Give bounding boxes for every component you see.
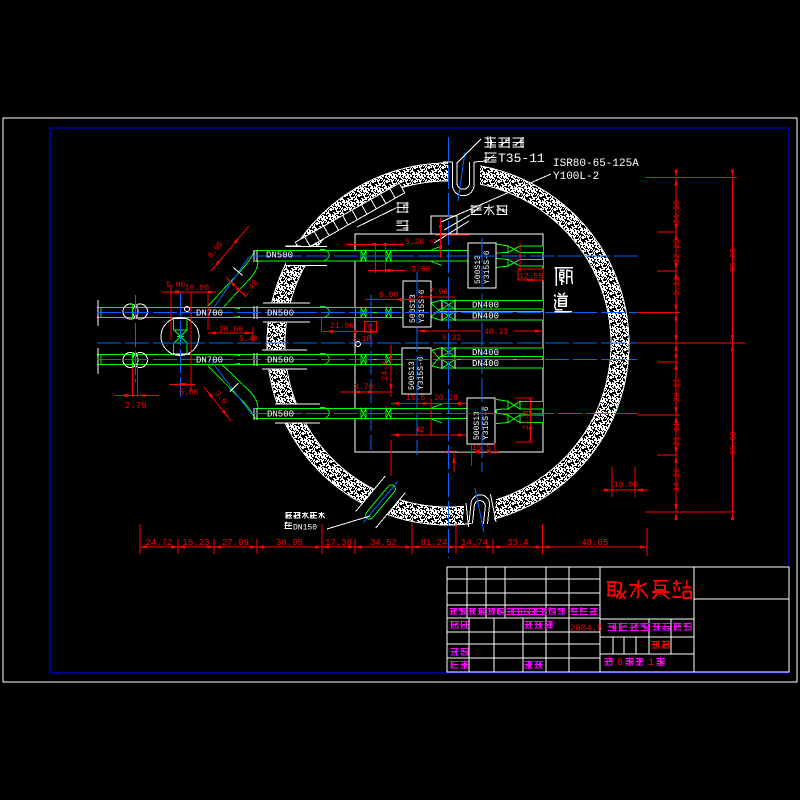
svg-text:36.95: 36.95 — [276, 538, 303, 548]
svg-text:3.70: 3.70 — [354, 383, 373, 392]
svg-text:DN400: DN400 — [472, 359, 499, 369]
svg-text:5: 5 — [367, 324, 372, 333]
svg-text:Y100L-2: Y100L-2 — [553, 171, 599, 183]
svg-text:5.26: 5.26 — [405, 238, 424, 247]
svg-text:15.5: 15.5 — [472, 444, 491, 453]
svg-text:10.00: 10.00 — [185, 284, 209, 293]
svg-text:12.25: 12.25 — [673, 239, 682, 263]
svg-text:48.33: 48.33 — [484, 328, 508, 337]
svg-text:DN500: DN500 — [267, 309, 294, 319]
svg-text:12.55: 12.55 — [519, 273, 543, 282]
svg-text:DN400: DN400 — [472, 348, 499, 358]
svg-text:21.91: 21.91 — [673, 422, 682, 446]
svg-text:10.00: 10.00 — [614, 481, 638, 490]
svg-text:DN700: DN700 — [196, 356, 223, 366]
svg-text:21.96: 21.96 — [330, 322, 354, 331]
svg-text:33.4: 33.4 — [507, 538, 529, 548]
svg-text:6.00: 6.00 — [379, 291, 398, 300]
svg-text:Y315S-6: Y315S-6 — [417, 356, 426, 390]
svg-text:3.11: 3.11 — [673, 276, 682, 295]
svg-text:DN700: DN700 — [196, 309, 223, 319]
svg-text:21.8: 21.8 — [522, 410, 531, 429]
svg-text:95.00: 95.00 — [730, 431, 739, 455]
svg-text:5.32: 5.32 — [442, 334, 461, 343]
svg-text:ISR80-65-125A: ISR80-65-125A — [553, 158, 639, 170]
svg-text:34.26: 34.26 — [673, 468, 682, 492]
svg-text:2004.5: 2004.5 — [570, 624, 602, 634]
svg-text:81.24: 81.24 — [420, 538, 447, 548]
svg-text:5.00: 5.00 — [166, 281, 185, 290]
svg-text:2.79: 2.79 — [125, 401, 147, 411]
svg-text:500S13: 500S13 — [474, 255, 483, 284]
svg-text:Y315S-6: Y315S-6 — [482, 406, 491, 440]
svg-text:8: 8 — [617, 658, 623, 669]
svg-text:3.56: 3.56 — [411, 266, 430, 275]
svg-text:34.52: 34.52 — [370, 538, 397, 548]
svg-text:3.18: 3.18 — [352, 335, 371, 344]
svg-text:DN400: DN400 — [472, 301, 499, 311]
svg-text:500S13: 500S13 — [473, 411, 482, 440]
svg-text:5.48: 5.48 — [239, 335, 258, 344]
svg-text:20.00: 20.00 — [219, 326, 243, 335]
svg-text:DN400: DN400 — [472, 312, 499, 322]
svg-text:Y315S-6: Y315S-6 — [483, 250, 492, 284]
svg-text:24.72: 24.72 — [145, 538, 172, 548]
svg-text:DN500: DN500 — [266, 251, 293, 261]
svg-text:29.21: 29.21 — [673, 378, 682, 402]
svg-text:14.74: 14.74 — [461, 538, 488, 548]
svg-text:15.5: 15.5 — [406, 394, 425, 403]
svg-text:95.00: 95.00 — [730, 248, 739, 272]
svg-text:T35-11: T35-11 — [498, 151, 545, 166]
svg-text:27.09: 27.09 — [222, 538, 249, 548]
svg-text:5: 5 — [430, 238, 439, 243]
svg-text:500S13: 500S13 — [409, 294, 418, 323]
svg-text:5: 5 — [445, 450, 453, 454]
svg-text:7.96: 7.96 — [429, 288, 448, 297]
svg-text:5.00: 5.00 — [179, 389, 198, 398]
svg-text:DN500: DN500 — [267, 410, 294, 420]
svg-text:24.2: 24.2 — [381, 361, 390, 380]
svg-text:48.05: 48.05 — [581, 538, 608, 548]
svg-text:Y315S-6: Y315S-6 — [418, 289, 427, 323]
svg-text:17.38: 17.38 — [325, 538, 352, 548]
svg-text:DN500: DN500 — [267, 356, 294, 366]
svg-text:34.26: 34.26 — [673, 200, 682, 224]
svg-text:20.28: 20.28 — [434, 394, 458, 403]
svg-text:500S13: 500S13 — [408, 361, 417, 390]
svg-text:42: 42 — [415, 426, 425, 435]
svg-text:DN150: DN150 — [293, 524, 317, 533]
svg-text:15.23: 15.23 — [182, 538, 209, 548]
svg-text:1: 1 — [648, 658, 654, 669]
